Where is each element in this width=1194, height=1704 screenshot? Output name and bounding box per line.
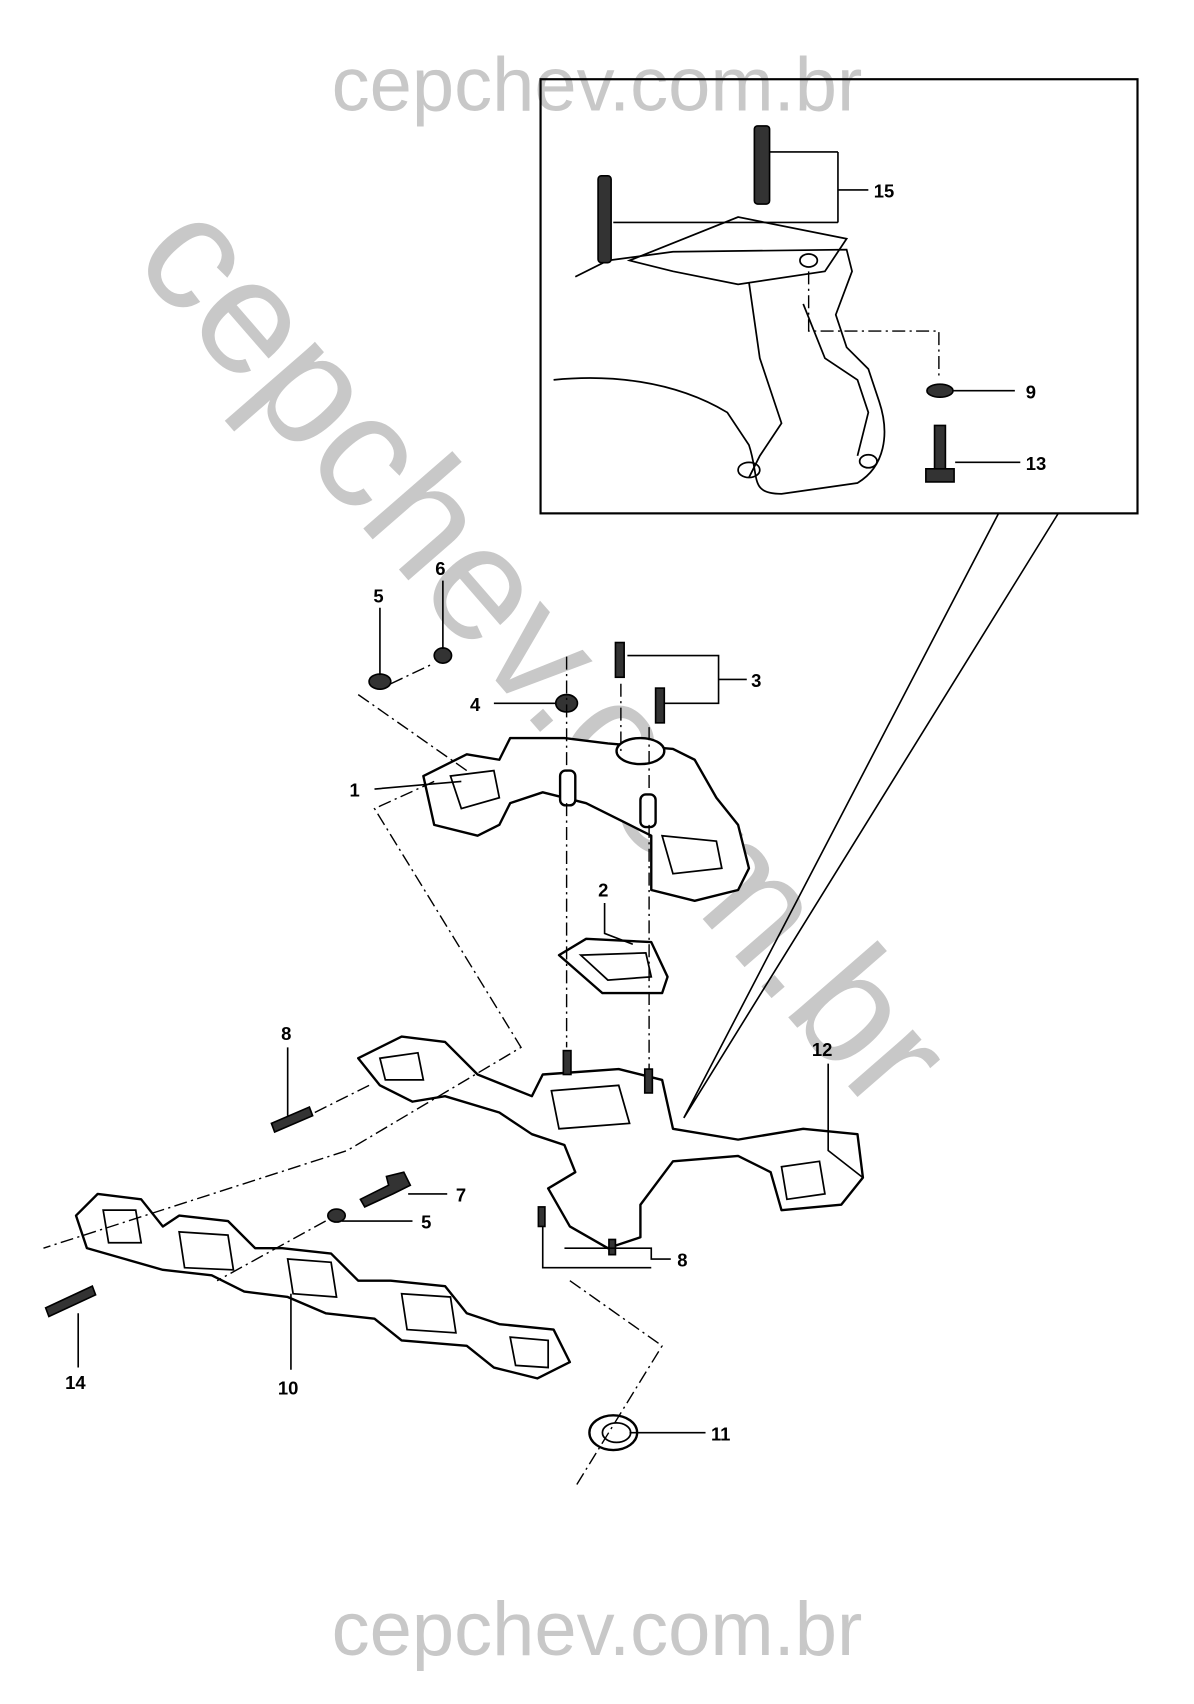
stud-14	[44, 1285, 97, 1318]
callout-11: 11	[711, 1423, 731, 1444]
watermark-top: cepchev.com.br	[332, 43, 863, 128]
callout-10: 10	[278, 1378, 299, 1399]
stud-8-left	[270, 1105, 314, 1134]
callout-5-upper: 5	[373, 585, 383, 606]
watermark-diagonal: cepchev.com.br	[104, 165, 987, 1142]
watermark-bottom: cepchev.com.br	[332, 1587, 863, 1672]
bolt-7	[359, 1171, 412, 1208]
callout-1: 1	[350, 780, 360, 801]
callout-2: 2	[598, 879, 608, 900]
callout-15: 15	[874, 181, 895, 202]
gasket-2	[557, 937, 669, 995]
lower-manifold	[357, 1035, 865, 1250]
callout-9: 9	[1026, 381, 1036, 402]
callout-14: 14	[65, 1372, 86, 1393]
inset-pointer	[683, 512, 1059, 1119]
callout-7: 7	[456, 1184, 466, 1205]
callout-13: 13	[1026, 453, 1047, 474]
callout-4: 4	[470, 694, 481, 715]
stud-3a	[614, 641, 625, 679]
callout-8-right: 8	[677, 1250, 687, 1271]
inset-detail	[539, 78, 1139, 515]
callout-12: 12	[812, 1039, 833, 1060]
stud-3b	[654, 687, 666, 724]
callout-8-left: 8	[281, 1023, 291, 1044]
callout-3: 3	[751, 670, 761, 691]
callout-6: 6	[435, 558, 445, 579]
washer-5-lower	[327, 1208, 347, 1223]
gasket-10	[74, 1192, 572, 1380]
callout-5-lower: 5	[421, 1212, 431, 1233]
washer-5-upper	[368, 673, 392, 691]
nut-6	[433, 647, 453, 664]
upper-manifold	[422, 736, 751, 903]
